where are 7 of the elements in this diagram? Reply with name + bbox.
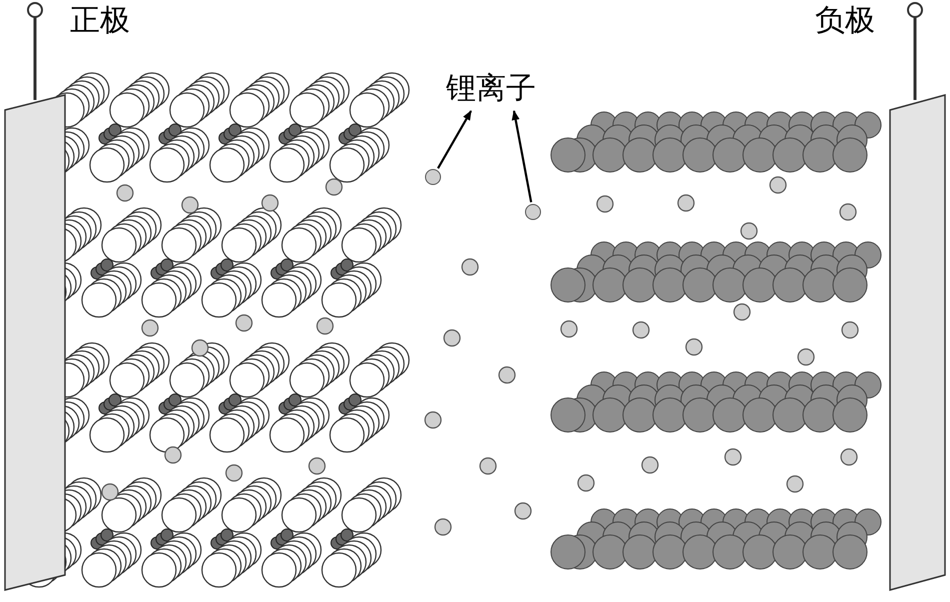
electrode-label: 正极: [70, 4, 130, 38]
lithium-ion: [425, 169, 441, 185]
lithium-ion: [525, 204, 541, 220]
arrow: [437, 110, 472, 169]
electrode-label: 负极: [815, 4, 875, 38]
arrow: [512, 110, 532, 202]
ion-label: 锂离子: [446, 70, 556, 108]
